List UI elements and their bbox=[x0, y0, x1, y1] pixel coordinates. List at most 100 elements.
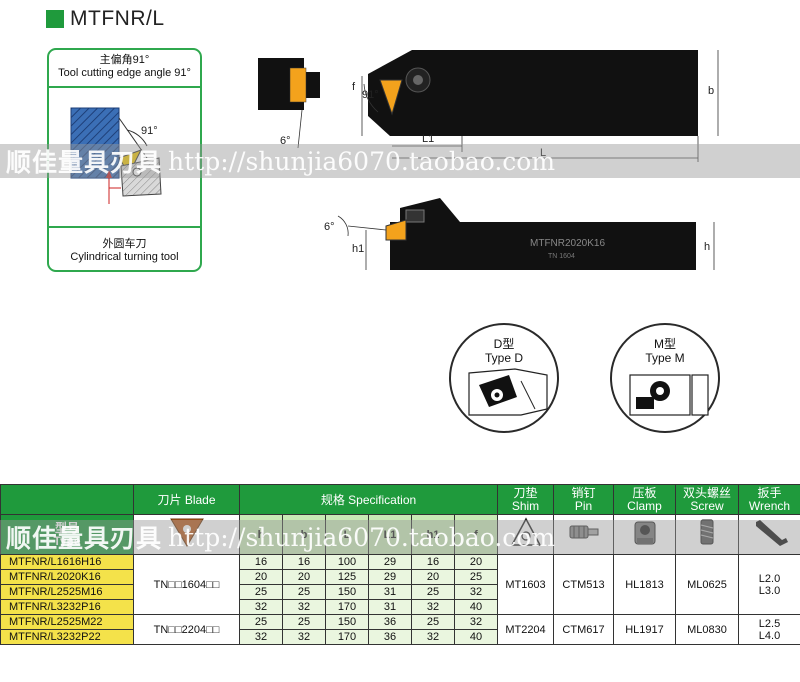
type-m-en: Type M bbox=[645, 351, 685, 365]
screw-cell: ML0830 bbox=[675, 614, 739, 645]
wrench-size-2: L3.0 bbox=[758, 584, 781, 597]
model-cell: MTFNR/L2525M22 bbox=[0, 614, 134, 630]
value-cell: 32 bbox=[282, 629, 326, 645]
value-cell: 25 bbox=[282, 584, 326, 600]
value-cell: 16 bbox=[282, 554, 326, 570]
screw-cell: ML0625 bbox=[675, 554, 739, 615]
spec-col-f: f bbox=[454, 514, 498, 555]
spec-table: 刀片 Blade 规格 Specification 刀垫 Shim 销钉 Pin… bbox=[0, 484, 800, 645]
engraving-small-label: TN 1604 bbox=[548, 253, 575, 260]
value-cell: 20 bbox=[239, 569, 283, 585]
wrench-cell: L2.0 L3.0 bbox=[738, 554, 800, 615]
shim-header-en: Shim bbox=[511, 499, 540, 513]
type-cn: 型号 bbox=[54, 520, 79, 535]
tool-caption: 外圆车刀 Cylindrical turning tool bbox=[49, 238, 200, 264]
blade-cell: TN□□2204□□ bbox=[133, 614, 240, 645]
shim-header-cn: 刀垫 bbox=[513, 486, 538, 500]
clamp-header-en: Clamp bbox=[627, 499, 662, 513]
shim-icon-cell bbox=[497, 514, 554, 555]
model-cell: MTFNR/L2525M16 bbox=[0, 584, 134, 600]
pin-icon bbox=[569, 525, 598, 539]
clamp-cell: HL1917 bbox=[613, 614, 676, 645]
model-cell: MTFNR/L3232P16 bbox=[0, 599, 134, 615]
value-cell: 25 bbox=[282, 614, 326, 630]
value-cell: 31 bbox=[368, 584, 412, 600]
wrench-size-1: L2.0 bbox=[758, 572, 781, 585]
value-cell: 36 bbox=[368, 614, 412, 630]
value-cell: 125 bbox=[325, 569, 369, 585]
table-row: MTFNR/L3232P16 32 32 170 31 32 40 bbox=[0, 599, 800, 615]
type-m-clamp-icon bbox=[629, 374, 709, 416]
dim-h-label: h bbox=[704, 241, 710, 253]
table-row: MTFNR/L1616H16 TN□□1604□□ 16 16 100 29 1… bbox=[0, 554, 800, 615]
type-subheader: 型号 Type bbox=[0, 514, 134, 555]
spec-col-h1: h1 bbox=[411, 514, 455, 555]
heading-square-icon bbox=[46, 10, 64, 28]
tool-caption-cn: 外圆车刀 bbox=[102, 238, 147, 250]
value-cell: 32 bbox=[411, 629, 455, 645]
dim-angle91-label: 91° bbox=[362, 89, 379, 101]
dim-angle6-label: 6° bbox=[280, 135, 291, 147]
pin-header-en: Pin bbox=[574, 499, 593, 513]
value-cell: 25 bbox=[239, 584, 283, 600]
cutting-angle-diagram: 主偏角91° Tool cutting edge angle 91° 91° bbox=[47, 48, 202, 272]
wrench-header-en: Wrench bbox=[748, 499, 791, 513]
value-cell: 20 bbox=[411, 569, 455, 585]
value-cell: 29 bbox=[368, 554, 412, 570]
spec-col-h: h bbox=[239, 514, 283, 555]
pin-icon-cell bbox=[553, 514, 614, 555]
spec-table-container: 刀片 Blade 规格 Specification 刀垫 Shim 销钉 Pin… bbox=[0, 484, 800, 682]
value-cell: 32 bbox=[282, 599, 326, 615]
value-cell: 32 bbox=[411, 599, 455, 615]
pin-cell: CTM617 bbox=[553, 614, 614, 645]
value-cell: 40 bbox=[454, 599, 498, 615]
dim-h1-label: h1 bbox=[352, 243, 364, 255]
type-d-en: Type D bbox=[484, 351, 523, 365]
angle-caption: 主偏角91° Tool cutting edge angle 91° bbox=[49, 54, 200, 80]
screw-icon bbox=[700, 519, 714, 545]
type-m-cn: M型 bbox=[654, 337, 676, 351]
model-cell: MTFNR/L3232P22 bbox=[0, 629, 134, 645]
shim-icon bbox=[510, 517, 541, 546]
clamp-cell: HL1813 bbox=[613, 554, 676, 615]
value-cell: 25 bbox=[239, 614, 283, 630]
clamp-header: 压板 Clamp bbox=[613, 484, 676, 515]
value-cell: 150 bbox=[325, 614, 369, 630]
value-cell: 32 bbox=[239, 599, 283, 615]
tool-top-view-drawing: f 91° 6° L1 L b bbox=[258, 50, 719, 162]
dim-b-label: b bbox=[708, 85, 714, 97]
type-m-circle: M型 Type M bbox=[610, 323, 720, 433]
side-angle6-label: 6° bbox=[324, 221, 335, 233]
spec-table-body: MTFNR/L1616H16 TN□□1604□□ 16 16 100 29 1… bbox=[0, 554, 800, 645]
blade-header: 刀片 Blade bbox=[133, 484, 240, 515]
type-header bbox=[0, 484, 134, 515]
workpiece-illustration: 91° bbox=[49, 86, 200, 228]
dim-L-label: L bbox=[540, 147, 546, 159]
value-cell: 170 bbox=[325, 599, 369, 615]
clamp-icon-cell bbox=[613, 514, 676, 555]
value-cell: 29 bbox=[368, 569, 412, 585]
table-row: MTFNR/L3232P22 32 32 170 36 32 40 bbox=[0, 629, 800, 645]
model-cell: MTFNR/L2020K16 bbox=[0, 569, 134, 585]
spec-col-L1: L1 bbox=[368, 514, 412, 555]
value-cell: 40 bbox=[454, 629, 498, 645]
workpiece-icon: 91° bbox=[70, 107, 162, 204]
pin-header: 销钉 Pin bbox=[553, 484, 614, 515]
wrench-header: 扳手 Wrench bbox=[738, 484, 800, 515]
angle-caption-en: Tool cutting edge angle 91° bbox=[58, 67, 191, 79]
wrench-icon bbox=[755, 520, 788, 546]
clamp-icon bbox=[634, 521, 655, 545]
value-cell: 32 bbox=[454, 584, 498, 600]
type-d-clamp-icon bbox=[468, 368, 548, 416]
value-cell: 170 bbox=[325, 629, 369, 645]
value-cell: 31 bbox=[368, 599, 412, 615]
value-cell: 150 bbox=[325, 584, 369, 600]
dim-f-label: f bbox=[352, 81, 356, 93]
pin-cell: CTM513 bbox=[553, 554, 614, 615]
value-cell: 20 bbox=[454, 554, 498, 570]
blade-cell: TN□□1604□□ bbox=[133, 554, 240, 615]
shim-header: 刀垫 Shim bbox=[497, 484, 554, 515]
spec-col-L: L bbox=[325, 514, 369, 555]
pin-header-cn: 销钉 bbox=[571, 486, 596, 500]
clamp-header-cn: 压板 bbox=[632, 486, 657, 500]
